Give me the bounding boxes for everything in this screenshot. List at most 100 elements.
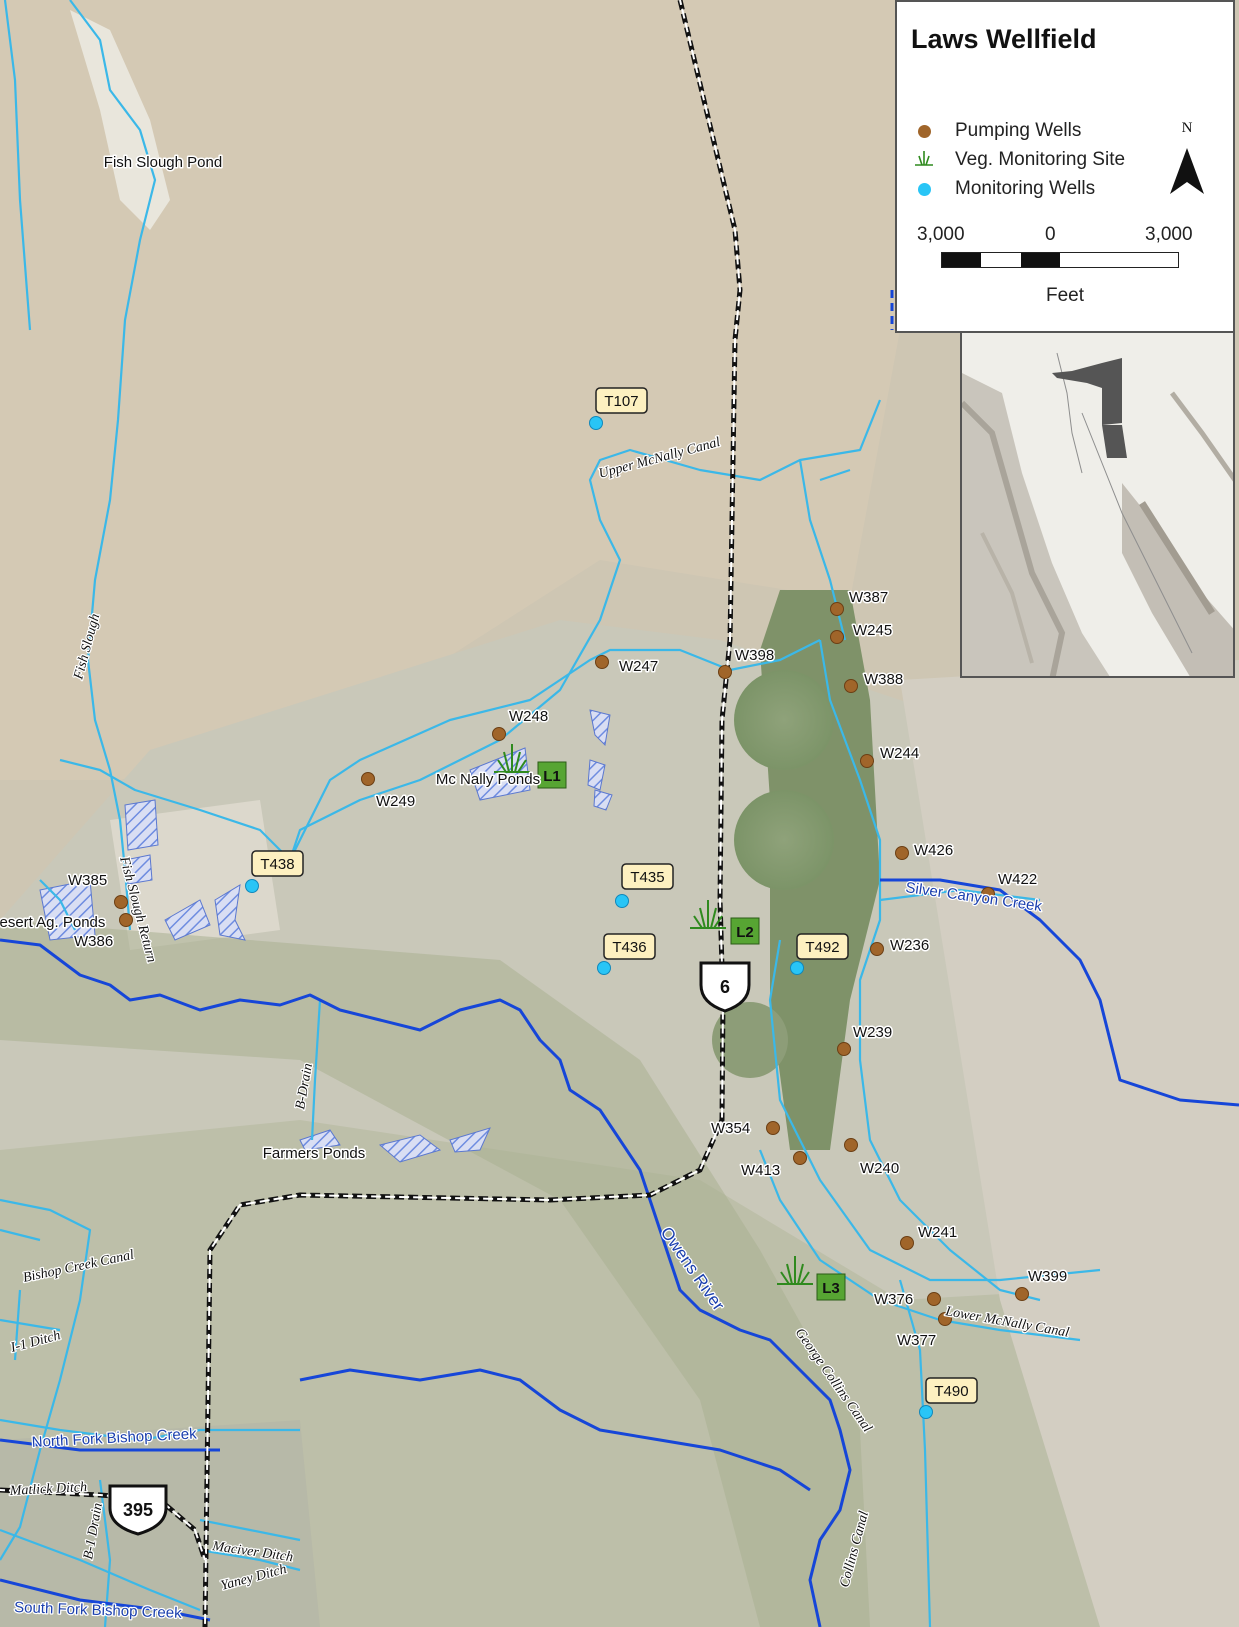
terrain-dry-lake [70,10,170,230]
monitoring-well-label: T436 [612,939,646,956]
pumping-well-w354[interactable] [766,1121,780,1135]
pumping-well-w249[interactable] [361,772,375,786]
pumping-well-w377[interactable] [938,1312,952,1326]
pumping-well-w413[interactable] [793,1151,807,1165]
map-title: Laws Wellfield [911,24,1097,54]
label-box-t492[interactable]: T492 [796,933,849,960]
legend-panel: Laws Wellfield Pumping Wells Veg. Monito… [895,0,1235,333]
well-label-w398: W398 [735,647,774,664]
monitoring-well-label: T435 [630,869,664,886]
label-box-t438[interactable]: T438 [251,850,304,877]
label-mc-nally-ponds: Mc Nally Ponds [436,771,540,788]
pumping-well-w236[interactable] [870,942,884,956]
well-label-w241: W241 [918,1224,957,1241]
pumping-well-w426[interactable] [895,846,909,860]
monitoring-well-label: T438 [260,856,294,873]
well-label-w244: W244 [880,745,919,762]
highway-shield-6: 6 [699,961,751,1013]
ponds [39,709,613,1163]
well-label-w413: W413 [741,1162,780,1179]
pivot-field-1 [734,670,834,770]
well-label-w376: W376 [874,1291,913,1308]
monitoring-well-label: T490 [934,1383,968,1400]
well-label-w385: W385 [68,872,107,889]
label-box-t436[interactable]: T436 [603,933,656,960]
monitoring-well-label: T107 [604,393,638,410]
pumping-well-w247[interactable] [595,655,609,669]
pumping-well-w388[interactable] [844,679,858,693]
well-label-w388: W388 [864,671,903,688]
veg-site-icons [494,744,813,1285]
pumping-well-w387[interactable] [830,602,844,616]
monitoring-well-t436[interactable] [597,961,611,975]
label-box-t435[interactable]: T435 [621,863,674,890]
well-label-w386: W386 [74,933,113,950]
well-label-w399: W399 [1028,1268,1067,1285]
pumping-well-w386[interactable] [119,913,133,927]
highway-shield-395: 395 [108,1484,168,1536]
label-box-l3[interactable]: L3 [816,1273,846,1301]
scale-bar [941,252,1179,268]
scale-left: 3,000 [917,224,965,245]
pumping-well-w422[interactable] [981,887,995,901]
label-box-l2[interactable]: L2 [730,917,760,945]
terrain-valley-south [0,1120,1239,1627]
label-box-t490[interactable]: T490 [925,1377,978,1404]
well-label-w426: W426 [914,842,953,859]
monitoring-well-t490[interactable] [919,1405,933,1419]
pumping-well-w239[interactable] [837,1042,851,1056]
scale-unit: Feet [1045,285,1085,306]
well-label-w240: W240 [860,1160,899,1177]
monitoring-well-t107[interactable] [589,416,603,430]
grass-icon [777,1256,813,1285]
label-box-l1[interactable]: L1 [537,761,567,789]
well-label-w247: W247 [619,658,658,675]
well-label-w239: W239 [853,1024,892,1041]
pumping-well-w244[interactable] [860,754,874,768]
legend-label: Monitoring Wells [955,178,1096,199]
label-box-t107[interactable]: T107 [595,387,648,414]
pumping-well-w240[interactable] [844,1138,858,1152]
legend-item-monitoring-wells: Monitoring Wells [913,176,1095,202]
north-arrow: N [1167,120,1207,198]
pumping-well-w241[interactable] [900,1236,914,1250]
pumping-well-w245[interactable] [830,630,844,644]
veg-site-label: L1 [543,768,561,785]
label-desert-ag-ponds: Desert Ag. Ponds [0,914,105,931]
monitoring-well-label: T492 [805,939,839,956]
scale-right: 3,000 [1145,224,1193,245]
well-label-w236: W236 [890,937,929,954]
place-labels: Fish Slough Pond Mc Nally Ponds Desert A… [0,153,542,1164]
inset-locator-map [960,331,1235,678]
pumping-well-w399[interactable] [1015,1287,1029,1301]
pumping-well-markers [114,602,1029,1326]
label-matlick-ditch: Matlick Ditch [8,1480,87,1499]
legend-label: Veg. Monitoring Site [955,149,1126,170]
brown-dot-icon [913,120,935,142]
label-fish-slough-pond: Fish Slough Pond [104,154,222,171]
highway-395-label: 395 [123,1500,153,1520]
cyan-dot-icon [913,178,935,200]
highway-6-label: 6 [720,977,730,997]
well-label-w249: W249 [376,793,415,810]
north-label: N [1181,120,1193,136]
pumping-well-w376[interactable] [927,1292,941,1306]
pumping-well-w248[interactable] [492,727,506,741]
pumping-well-w385[interactable] [114,895,128,909]
grass-icon [690,900,726,929]
terrain-east-slope [900,660,1239,1627]
monitoring-well-labels: T107 T438 T435 T436 T492 T490 [251,387,978,1404]
monitoring-well-t492[interactable] [790,961,804,975]
rivers [0,878,1239,1627]
monitoring-well-t438[interactable] [245,879,259,893]
well-label-w387: W387 [849,589,888,606]
well-label-w354: W354 [711,1120,750,1137]
pumping-well-w398[interactable] [718,665,732,679]
pivot-field-3 [712,1002,788,1078]
well-label-w422: W422 [998,871,1037,888]
monitoring-well-markers [245,416,933,1419]
canals [0,0,1101,1627]
monitoring-well-t435[interactable] [615,894,629,908]
inset-map-svg [962,333,1233,676]
